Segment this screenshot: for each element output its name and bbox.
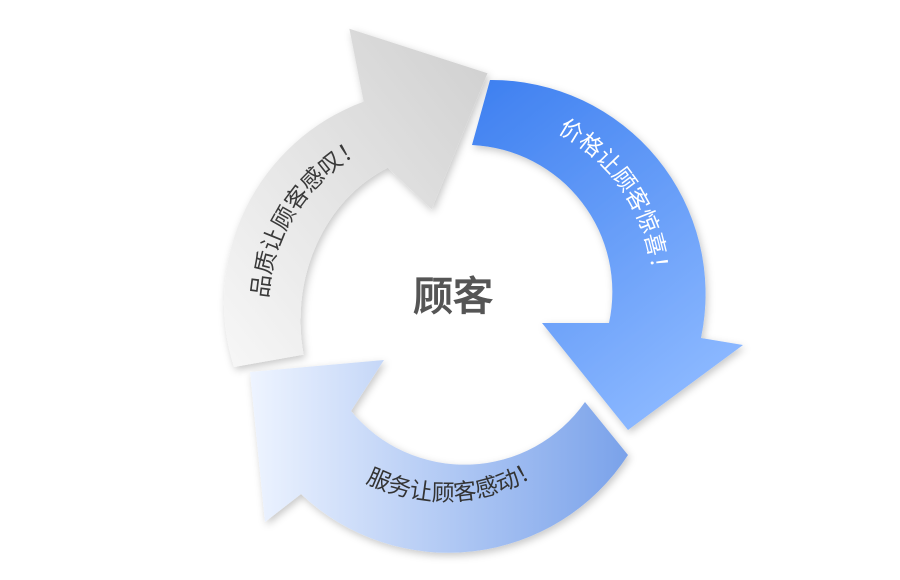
quality-arrow [223, 28, 488, 368]
service-arrow [250, 360, 628, 553]
price-arrow [472, 79, 743, 431]
center-label: 顾客 [413, 274, 493, 320]
